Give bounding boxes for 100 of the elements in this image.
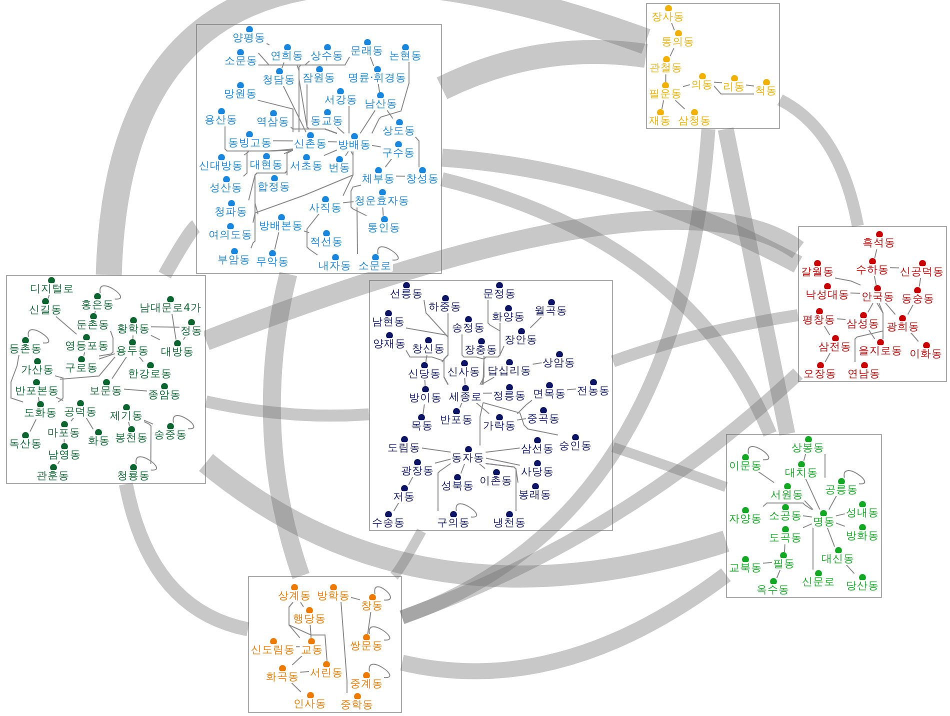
link-line xyxy=(516,400,532,414)
link-line xyxy=(252,150,354,224)
link-line xyxy=(98,353,116,360)
node-label: 신길동 xyxy=(28,304,64,316)
node-label: 소공동 xyxy=(768,510,803,522)
flow-band xyxy=(202,210,803,350)
link-line xyxy=(340,601,348,694)
node-label: 소문동 xyxy=(223,55,258,68)
self-loop xyxy=(748,446,770,460)
node-label: 사직동 xyxy=(308,202,344,214)
link-line xyxy=(464,377,466,386)
link-line xyxy=(306,213,320,256)
link-line xyxy=(846,564,855,574)
node-label: 장사동 xyxy=(650,11,686,23)
node-label: 서초동 xyxy=(288,160,324,172)
node-label: 영등포동 xyxy=(64,340,110,352)
node-label: 서린동 xyxy=(309,666,344,679)
node-label: 당산동 xyxy=(845,580,880,592)
node-label: 중학동 xyxy=(340,699,374,711)
link-line xyxy=(714,82,722,84)
node-label: 재동 xyxy=(648,115,672,127)
node-label: 광장동 xyxy=(400,464,435,477)
self-loop xyxy=(136,456,157,470)
link-line xyxy=(367,612,372,634)
node-label: 홍은동 xyxy=(80,299,115,311)
link-line xyxy=(356,206,358,254)
node-label: 역삼동 xyxy=(256,116,290,128)
link-line xyxy=(890,267,900,268)
link-line xyxy=(112,356,127,380)
node-label: 숭인동 xyxy=(558,440,593,452)
node-label: 흑석동 xyxy=(862,237,896,250)
node-label: 신당동 xyxy=(406,368,442,380)
link-line xyxy=(56,316,78,335)
link-line xyxy=(762,562,772,564)
node-label: 정릉동 xyxy=(492,390,528,402)
link-line xyxy=(462,334,484,386)
node-label: 명동 xyxy=(812,516,836,528)
node-label: 반포본동 xyxy=(14,385,60,398)
link-line xyxy=(304,230,310,234)
node-label: 가산동 xyxy=(20,364,55,376)
link-line xyxy=(348,106,350,134)
link-line xyxy=(54,375,64,402)
node-label: 대신동 xyxy=(820,552,856,565)
node-label: 통인동 xyxy=(366,222,402,234)
cluster-box xyxy=(369,280,613,531)
link-line xyxy=(868,330,876,340)
node-label: 도림동 xyxy=(386,442,422,454)
node-label: 이문동 xyxy=(728,460,763,472)
link-line xyxy=(258,64,300,133)
node-label: 양평동 xyxy=(232,32,266,44)
link-line xyxy=(282,86,306,133)
node-label: 이화동 xyxy=(908,348,944,360)
link-line xyxy=(421,448,452,453)
self-loop xyxy=(28,329,50,344)
link-line xyxy=(360,110,376,134)
link-line xyxy=(291,682,302,692)
node-label: 신문로 xyxy=(800,576,836,588)
cluster-box xyxy=(726,434,882,598)
node-label: 성북동 xyxy=(440,480,475,492)
node-label: 도곡동 xyxy=(768,532,803,544)
link-line xyxy=(182,336,186,340)
self-loop xyxy=(100,285,121,300)
link-line xyxy=(64,438,65,444)
node-label: 갈월동 xyxy=(800,266,835,278)
node-label: 서원동 xyxy=(770,488,804,501)
node-label: 낙성대동 xyxy=(804,289,850,302)
node-label: 성내동 xyxy=(844,506,880,519)
self-loop xyxy=(377,246,399,260)
link-line xyxy=(250,150,294,249)
node-label: 창신동 xyxy=(410,343,446,356)
node-label: 도화동 xyxy=(23,407,58,420)
node-label: 상도동 xyxy=(382,124,416,137)
link-line xyxy=(670,48,674,57)
link-line xyxy=(874,248,878,259)
link-line xyxy=(784,544,786,553)
node-label: 정동 xyxy=(180,324,204,336)
link-line xyxy=(476,402,490,414)
link-line xyxy=(671,22,675,31)
node-label: 상봉동 xyxy=(790,442,826,454)
node-label: 평창동 xyxy=(802,314,837,326)
node-label: 삼선동 xyxy=(520,442,555,455)
link-line xyxy=(776,570,781,578)
link-line xyxy=(132,334,134,340)
link-line xyxy=(408,476,414,486)
node-label: 반포동 xyxy=(438,414,474,426)
link-line xyxy=(482,402,558,436)
link-line xyxy=(480,355,484,386)
link-line xyxy=(812,527,814,570)
self-loop xyxy=(172,414,194,430)
link-line xyxy=(482,345,504,386)
link-line xyxy=(48,294,50,299)
node-label: 화양동 xyxy=(490,310,526,323)
node-label: 행당동 xyxy=(292,612,328,625)
self-loop xyxy=(456,503,477,518)
node-label: 보문동 xyxy=(88,384,124,397)
link-line xyxy=(824,352,831,362)
link-line xyxy=(59,356,116,380)
link-line xyxy=(310,624,312,638)
node-label: 동자동 xyxy=(450,452,486,464)
node-label: 양재동 xyxy=(372,338,407,350)
